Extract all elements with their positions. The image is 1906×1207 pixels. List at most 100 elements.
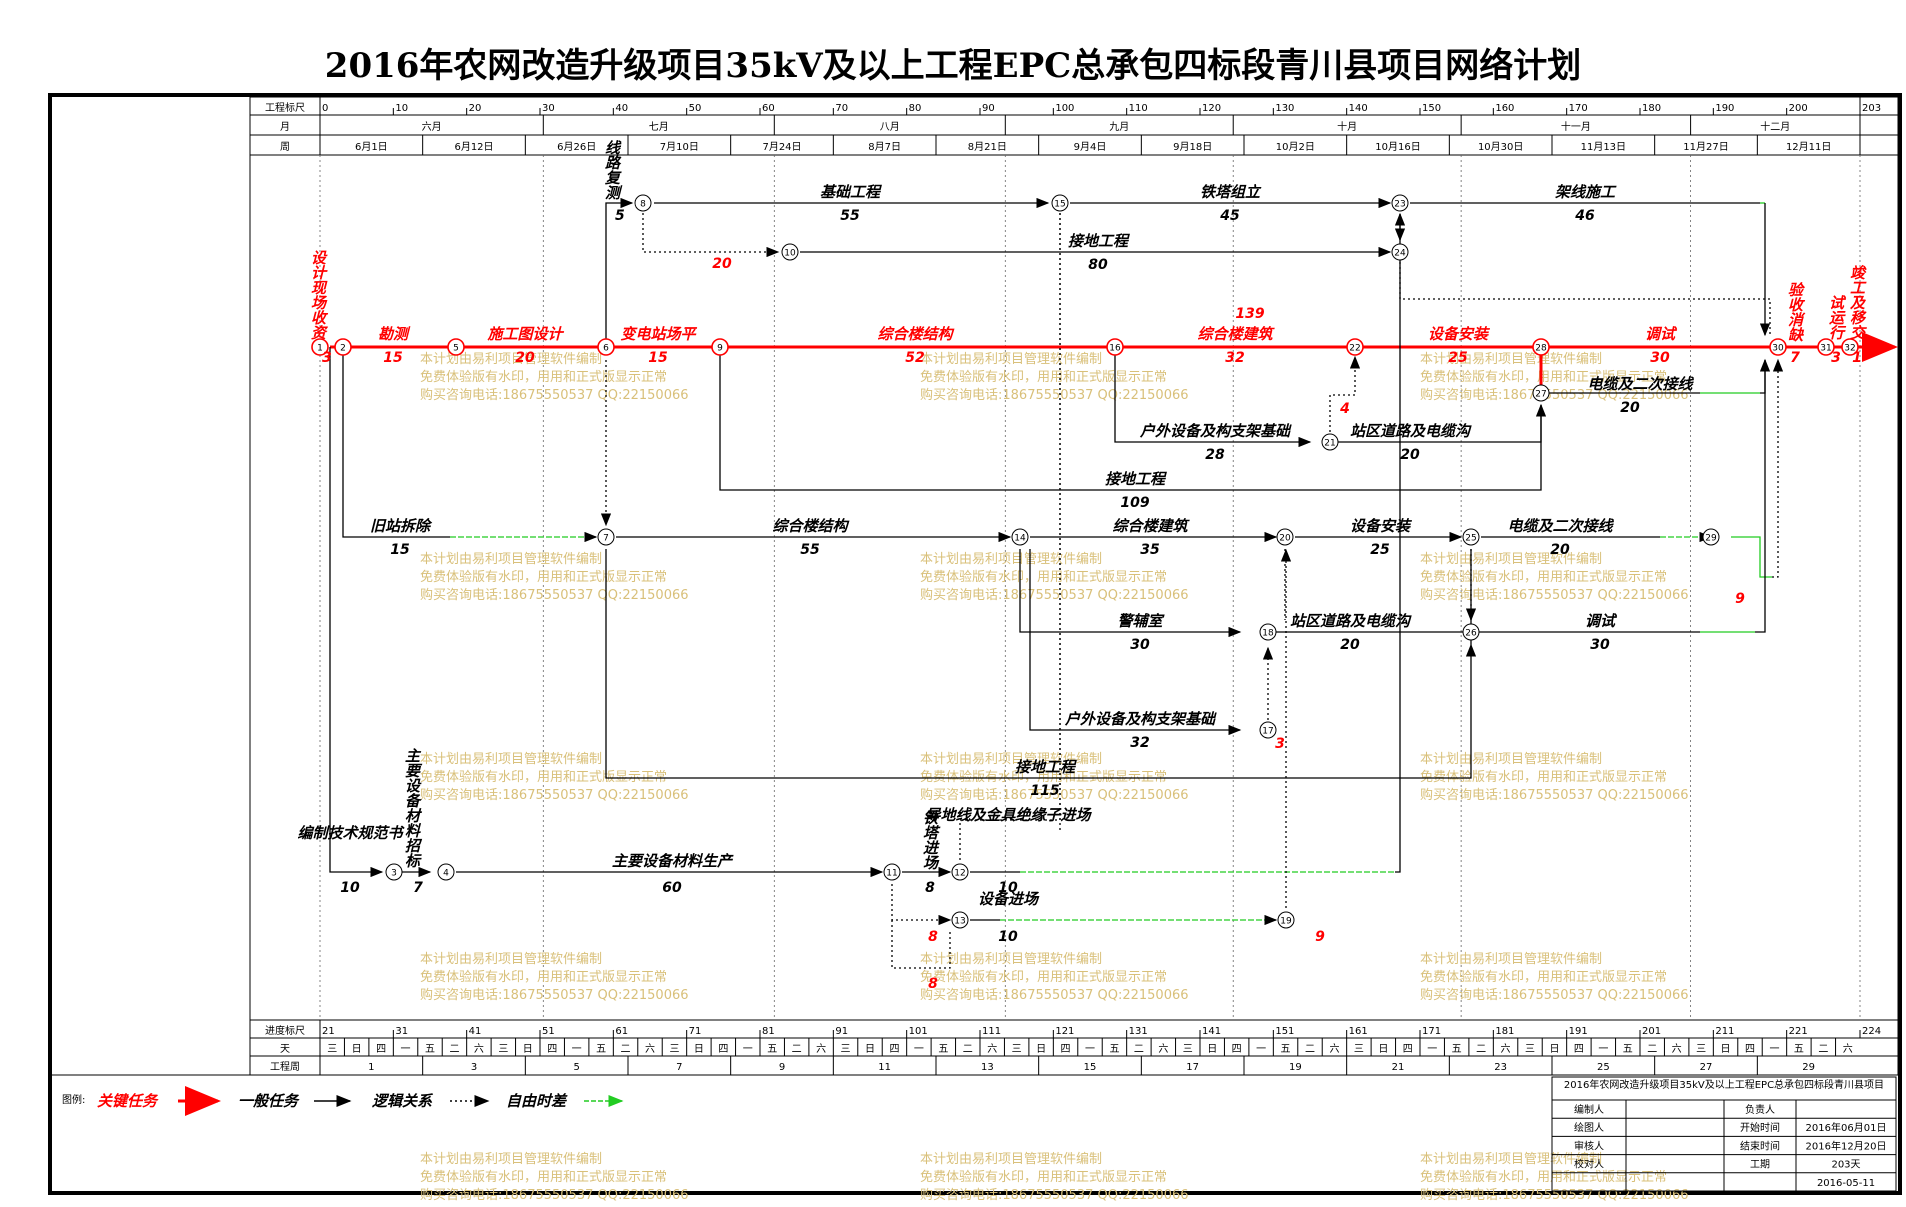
network-node bbox=[1817, 338, 1835, 356]
network-node-number: 16 bbox=[1109, 344, 1121, 354]
watermark-line: 本计划由易利项目管理软件编制 bbox=[1420, 952, 1602, 967]
float-8-a: 8 bbox=[928, 929, 938, 945]
day-label: 三 bbox=[1354, 1044, 1364, 1055]
network-node-number: 6 bbox=[603, 344, 609, 354]
float-20-top: 20 bbox=[712, 256, 732, 272]
day-label: 三 bbox=[1525, 1044, 1535, 1055]
watermark-line: 本计划由易利项目管理软件编制 bbox=[1420, 1152, 1602, 1167]
footer-scale-tick: 31 bbox=[395, 1026, 408, 1037]
task-equip2-dur: 25 bbox=[1370, 542, 1390, 558]
task-route-name: 线路复测 bbox=[602, 140, 622, 200]
task-struct2-dur: 55 bbox=[800, 542, 820, 558]
task-site-name: 变电站场平 bbox=[620, 325, 697, 343]
network-node-number: 2 bbox=[340, 344, 346, 354]
info-key: 绘图人 bbox=[1574, 1121, 1604, 1134]
network-node-number: 25 bbox=[1465, 534, 1476, 544]
network-node bbox=[781, 243, 799, 261]
task-design-dur: 3 bbox=[322, 350, 332, 366]
task-road1-name: 站区道路及电缆沟 bbox=[1350, 422, 1472, 440]
task-equip1-dur: 25 bbox=[1448, 350, 1468, 366]
network-node bbox=[385, 863, 403, 881]
network-node-number: 31 bbox=[1820, 344, 1831, 354]
task-wirein-name: 导地线及金具绝缘子进场 bbox=[925, 806, 1092, 824]
task-found-dur: 55 bbox=[840, 208, 860, 224]
network-node-number: 20 bbox=[1279, 534, 1291, 544]
network-node bbox=[1391, 243, 1409, 261]
header-scale-tick: 60 bbox=[762, 103, 775, 114]
watermark-line: 免费体验版有水印，用用和正式版显示正常 bbox=[1420, 1169, 1667, 1185]
day-label: 四 bbox=[376, 1044, 386, 1055]
info-value: 203天 bbox=[1831, 1160, 1860, 1171]
network-node-number: 24 bbox=[1394, 249, 1406, 259]
watermark-line: 本计划由易利项目管理软件编制 bbox=[420, 952, 602, 967]
network-node-number: 30 bbox=[1772, 344, 1784, 354]
footer-row1-label: 进度标尺 bbox=[265, 1024, 305, 1037]
day-label: 五 bbox=[425, 1044, 435, 1055]
watermark-line: 免费体验版有水印，用用和正式版显示正常 bbox=[920, 369, 1167, 385]
task-trial-name: 试运行 bbox=[1826, 295, 1846, 340]
network-node-number: 12 bbox=[954, 869, 965, 879]
network-node bbox=[1011, 528, 1029, 546]
footer-scale-tick: 111 bbox=[982, 1026, 1001, 1037]
watermark-line: 购买咨询电话:18675550537 QQ:22150066 bbox=[920, 587, 1189, 603]
project-week-label: 25 bbox=[1597, 1062, 1610, 1073]
task-struct1-dur: 52 bbox=[905, 350, 924, 366]
footer-scale-tick: 211 bbox=[1715, 1026, 1734, 1037]
footer-scale-tick: 121 bbox=[1055, 1026, 1074, 1037]
legend-float: 自由时差 bbox=[506, 1092, 568, 1110]
task-test1-name: 调试 bbox=[1645, 325, 1678, 343]
task-wirein-dur: 10 bbox=[998, 880, 1018, 896]
watermark-line: 免费体验版有水印，用用和正式版显示正常 bbox=[420, 369, 667, 385]
day-label: 三 bbox=[1696, 1044, 1706, 1055]
watermark-line: 购买咨询电话:18675550537 QQ:22150066 bbox=[920, 787, 1189, 803]
month-label: 十二月 bbox=[1760, 120, 1790, 133]
day-label: 二 bbox=[1647, 1044, 1657, 1055]
footer-scale-tick: 41 bbox=[469, 1026, 482, 1037]
task-tower-dur: 45 bbox=[1219, 208, 1240, 224]
task-build1-name: 综合楼建筑 bbox=[1197, 325, 1275, 343]
month-label: 十一月 bbox=[1561, 120, 1591, 133]
task-equip2-name: 设备安装 bbox=[1350, 517, 1413, 535]
day-label: 五 bbox=[1452, 1044, 1462, 1055]
task-survey-dur: 15 bbox=[383, 350, 403, 366]
network-node bbox=[951, 911, 969, 929]
network-node-number: 29 bbox=[1705, 534, 1717, 544]
legend: 图例: 关键任务 一般任务 逻辑关系 自由时差 bbox=[50, 1074, 1898, 1116]
month-label: 六月 bbox=[422, 121, 442, 133]
task-road2-name: 站区道路及电缆沟 bbox=[1290, 612, 1412, 630]
info-table: 2016年农网改造升级项目35kV及以上工程EPC总承包四标段青川县项目 编制人… bbox=[1551, 1076, 1897, 1192]
network-node-number: 15 bbox=[1054, 200, 1065, 210]
network-node bbox=[1259, 721, 1277, 739]
day-label: 一 bbox=[1085, 1044, 1095, 1055]
day-label: 五 bbox=[1623, 1044, 1633, 1055]
task-ground2-dur: 109 bbox=[1120, 495, 1149, 511]
task-equipin-dur: 10 bbox=[998, 929, 1018, 945]
watermark-line: 免费体验版有水印，用用和正式版显示正常 bbox=[920, 969, 1167, 985]
network-node bbox=[1259, 623, 1277, 641]
network-node-number: 1 bbox=[317, 344, 323, 354]
watermark-line: 购买咨询电话:18675550537 QQ:22150066 bbox=[1420, 387, 1689, 403]
header-scale-tick: 203 bbox=[1862, 103, 1881, 114]
month-label: 七月 bbox=[649, 121, 669, 133]
float-9-right: 9 bbox=[1735, 591, 1745, 607]
header-scale-tick: 90 bbox=[982, 103, 995, 114]
task-ground2-name: 接地工程 bbox=[1105, 470, 1167, 488]
task-road1-dur: 20 bbox=[1400, 447, 1420, 463]
info-key: 结束时间 bbox=[1740, 1139, 1780, 1152]
network-node bbox=[1321, 433, 1339, 451]
week-label: 9月18日 bbox=[1173, 141, 1212, 153]
day-label: 日 bbox=[865, 1044, 875, 1055]
day-label: 五 bbox=[1109, 1044, 1119, 1055]
week-label: 6月1日 bbox=[355, 141, 388, 153]
footer-scale-tick: 151 bbox=[1275, 1026, 1294, 1037]
day-label: 三 bbox=[1012, 1044, 1022, 1055]
network-node bbox=[883, 863, 901, 881]
task-cable1-name: 电缆及二次接线 bbox=[1587, 375, 1694, 393]
project-week-label: 3 bbox=[471, 1062, 477, 1073]
day-label: 日 bbox=[352, 1044, 362, 1055]
task-tender-dur: 7 bbox=[413, 880, 423, 896]
task-struct2-name: 综合楼结构 bbox=[772, 517, 849, 535]
day-label: 一 bbox=[1427, 1044, 1437, 1055]
